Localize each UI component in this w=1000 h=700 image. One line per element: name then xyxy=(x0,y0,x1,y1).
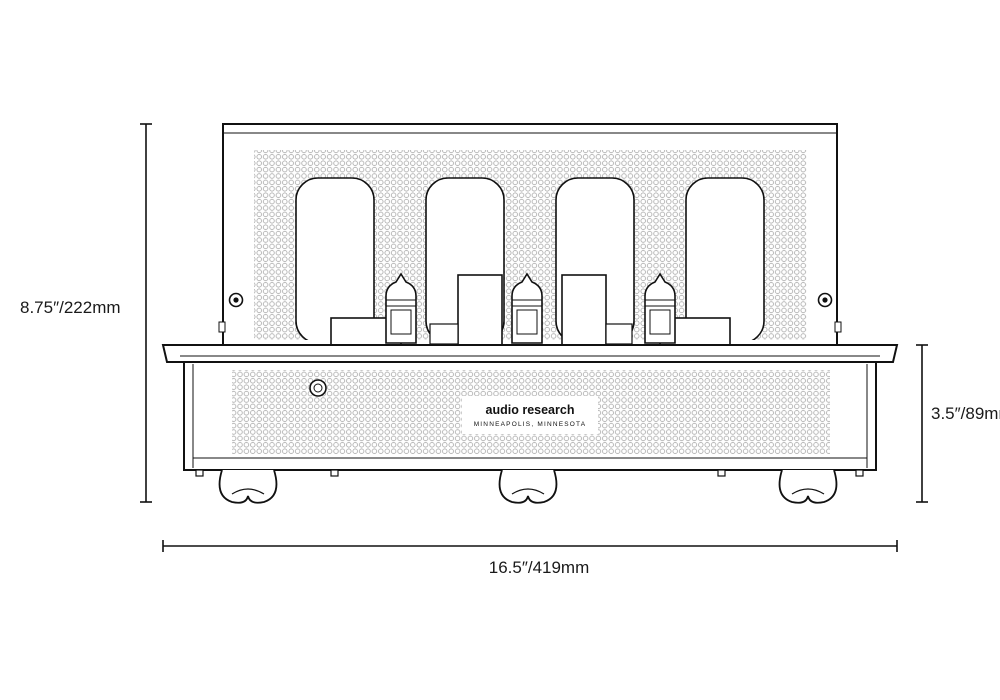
transformer-right xyxy=(561,274,607,346)
foot-small xyxy=(855,469,864,477)
foot-small xyxy=(717,469,726,477)
transformer-left xyxy=(457,274,503,346)
foot-small xyxy=(195,469,204,477)
dimension-width xyxy=(162,540,898,552)
cage-screw-left xyxy=(228,292,244,308)
dimension-label-total-height: 8.75″/222mm xyxy=(20,298,121,317)
cone-foot-center xyxy=(498,469,558,504)
cone-foot-left xyxy=(218,469,278,504)
internal-components xyxy=(330,272,731,347)
small-tube-3 xyxy=(644,272,676,344)
small-tube-2 xyxy=(511,272,543,344)
dimension-label-width: 16.5″/419mm xyxy=(489,558,590,577)
feet xyxy=(195,469,864,504)
small-tube-1 xyxy=(385,272,417,344)
cage-window-1 xyxy=(295,177,375,340)
logo-plate xyxy=(462,396,598,434)
cone-foot-right xyxy=(778,469,838,504)
dimension-chassis-height xyxy=(916,344,928,503)
power-button[interactable] xyxy=(309,379,327,397)
dimension-total-height xyxy=(140,123,152,503)
cage-window-4 xyxy=(685,177,765,340)
foot-small xyxy=(330,469,339,477)
chassis: audio research MINNEAPOLIS, MINNESOTA xyxy=(183,361,877,471)
cage-screw-right xyxy=(817,292,833,308)
brand-logo: audio research xyxy=(486,403,575,417)
dimension-label-chassis-height: 3.5″/89mm xyxy=(931,404,1000,423)
brand-location: MINNEAPOLIS, MINNESOTA xyxy=(474,421,587,428)
top-plate xyxy=(161,344,899,363)
